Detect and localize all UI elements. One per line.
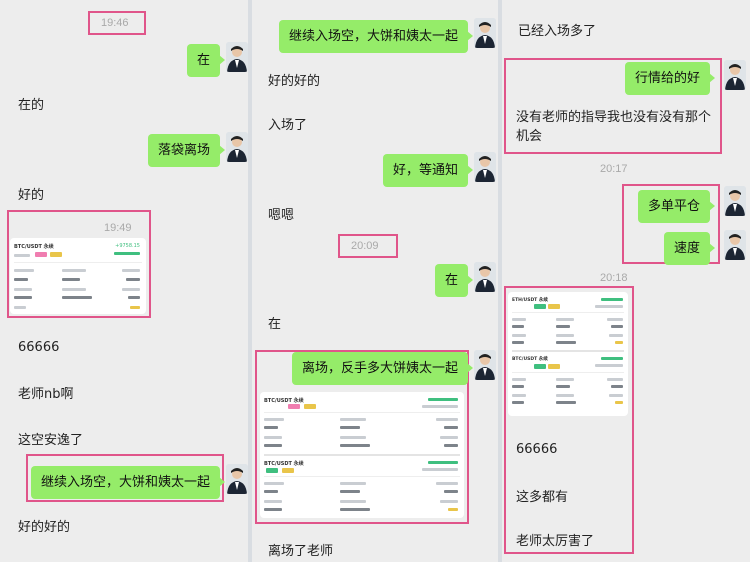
trade-pair: BTC/USDT 永续 [264, 398, 304, 404]
trade-pnl: +9758.15 [115, 243, 140, 249]
received-message-text[interactable]: 在 [268, 317, 282, 332]
avatar-portrait-icon [474, 18, 496, 48]
received-message-text[interactable]: 离场了老师 [268, 544, 334, 559]
received-message-text[interactable]: 老师nb啊 [18, 387, 74, 402]
user-avatar[interactable] [226, 464, 248, 494]
highlight-box [88, 11, 146, 35]
received-message-text[interactable]: 已经入场多了 [518, 24, 597, 39]
trade-pair: ETH/USDT 永续 [512, 298, 548, 303]
received-message-text[interactable]: 好的好的 [268, 74, 321, 89]
sent-message[interactable]: 速度 [663, 232, 716, 265]
timestamp: 20:17 [600, 163, 628, 175]
user-avatar[interactable] [226, 132, 248, 162]
received-message-text[interactable]: 66666 [18, 340, 60, 355]
timestamp: 19:46 [101, 17, 129, 29]
avatar-portrait-icon [724, 230, 746, 260]
received-message-text[interactable]: 66666 [516, 442, 558, 457]
highlight-box [255, 350, 469, 524]
trade-pair: BTC/USDT 永续 [512, 357, 548, 362]
trade-pair: BTC/USDT 永续 [264, 461, 304, 467]
avatar-portrait-icon [724, 186, 746, 216]
highlight-box [504, 286, 634, 554]
user-avatar[interactable] [226, 42, 248, 72]
chat-panel-right: 已经入场多了 行情给的好 没有老师的指导我也没有没有那个机会 20:17 多单平… [502, 0, 750, 562]
sent-message[interactable]: 落袋离场 [147, 134, 226, 167]
sent-message[interactable]: 多单平仓 [637, 190, 716, 223]
highlight-box [7, 210, 151, 318]
received-message-text[interactable]: 好的好的 [18, 520, 71, 535]
sent-message[interactable]: 好，等通知 [382, 154, 474, 187]
received-message-text[interactable]: 嗯嗯 [268, 208, 295, 223]
avatar-portrait-icon [474, 350, 496, 380]
timestamp: 20:18 [600, 272, 628, 284]
user-avatar[interactable] [724, 186, 746, 216]
user-avatar[interactable] [474, 350, 496, 380]
received-message-text[interactable]: 这空安逸了 [18, 433, 84, 448]
sent-message[interactable]: 在 [186, 44, 226, 77]
trade-screenshot-card[interactable]: BTC/USDT 永续 BTC/USDT 永续 [260, 392, 464, 518]
timestamp: 19:49 [104, 222, 132, 234]
trade-screenshot-card[interactable]: BTC/USDT 永续 +9758.15 [10, 238, 146, 314]
sent-message[interactable]: 离场，反手多大饼姨太一起 [291, 352, 474, 385]
highlight-box [338, 234, 398, 258]
chat-panel-middle: 继续入场空，大饼和姨太一起 好的好的 入场了 好，等通知 嗯嗯 20:09 在 … [252, 0, 498, 562]
received-message-text[interactable]: 没有老师的指导我也没有没有那个机会 [516, 110, 712, 144]
user-avatar[interactable] [474, 262, 496, 292]
sent-message[interactable]: 行情给的好 [624, 62, 716, 95]
sent-message[interactable]: 在 [434, 264, 474, 297]
avatar-portrait-icon [474, 262, 496, 292]
received-message-text[interactable]: 在的 [18, 98, 45, 113]
received-message-text[interactable]: 这多都有 [516, 490, 569, 505]
trade-screenshot-card[interactable]: ETH/USDT 永续 BTC/USDT 永续 [508, 292, 628, 416]
timestamp: 20:09 [351, 240, 379, 252]
received-message-text[interactable]: 入场了 [268, 118, 308, 133]
avatar-portrait-icon [474, 152, 496, 182]
avatar-portrait-icon [724, 60, 746, 90]
sent-message[interactable]: 继续入场空，大饼和姨太一起 [278, 20, 474, 53]
received-message-text[interactable]: 好的 [18, 188, 45, 203]
sent-message[interactable]: 继续入场空，大饼和姨太一起 [30, 466, 226, 499]
avatar-portrait-icon [226, 42, 248, 72]
user-avatar[interactable] [724, 230, 746, 260]
received-message-text[interactable]: 老师太厉害了 [516, 534, 595, 549]
user-avatar[interactable] [474, 152, 496, 182]
trade-pair: BTC/USDT 永续 [14, 244, 54, 250]
avatar-portrait-icon [226, 132, 248, 162]
user-avatar[interactable] [724, 60, 746, 90]
user-avatar[interactable] [474, 18, 496, 48]
highlight-box [504, 58, 722, 154]
avatar-portrait-icon [226, 464, 248, 494]
chat-panel-left: 19:46 在 在的 落袋离场 好的 19:49 BTC/USDT 永续 +97… [0, 0, 248, 562]
